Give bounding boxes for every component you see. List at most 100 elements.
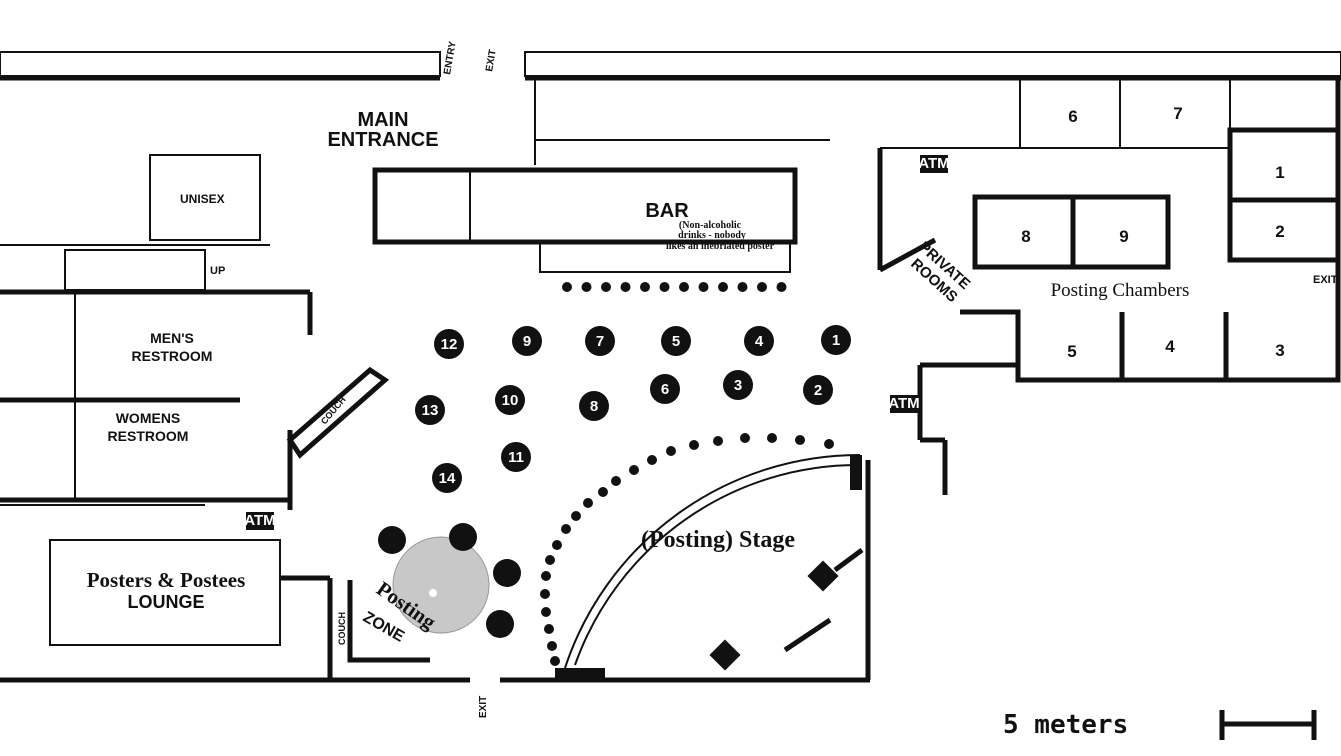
table-12[interactable]: 12 (434, 329, 464, 359)
bar-label: BAR (645, 200, 689, 222)
stage-edge-dot (629, 465, 639, 475)
room-1[interactable]: 1 (1275, 163, 1284, 182)
posting-chambers-label: Posting Chambers (1051, 280, 1190, 301)
table-14[interactable]: 14 (432, 463, 462, 493)
table-circle (803, 375, 833, 405)
table-13[interactable]: 13 (415, 395, 445, 425)
stage-edge-dot (561, 524, 571, 534)
entry-label: ENTRY (442, 40, 459, 75)
table-11[interactable]: 11 (501, 442, 531, 472)
exit-bottom-label: EXIT (478, 696, 489, 718)
bar-stool (620, 282, 631, 292)
scale-bar (1219, 710, 1317, 740)
room-2[interactable]: 2 (1275, 222, 1284, 241)
stage-edge-dot (647, 455, 657, 465)
stage-edge-dot (666, 446, 676, 456)
room-8[interactable]: 8 (1021, 227, 1030, 246)
table-number: 13 (422, 402, 439, 419)
atm[interactable]: ATM (244, 512, 276, 530)
exit-right-label: EXIT (1313, 274, 1338, 286)
table-7[interactable]: 7 (585, 326, 615, 356)
table-1[interactable]: 1 (821, 325, 851, 355)
table-number: 10 (502, 392, 519, 409)
table-circle (723, 370, 753, 400)
room-9[interactable]: 9 (1119, 227, 1128, 246)
table-number: 14 (439, 470, 456, 487)
stage-edge-dot (547, 641, 557, 651)
stage-edge-dot (540, 589, 550, 599)
room-3[interactable]: 3 (1275, 341, 1284, 360)
table-circle (434, 329, 464, 359)
room-6[interactable]: 6 (1068, 107, 1077, 126)
table-circle (579, 391, 609, 421)
table-number: 3 (734, 377, 742, 394)
mens-restroom-label: MEN'S (150, 330, 194, 346)
table-2[interactable]: 2 (803, 375, 833, 405)
bar-stool (737, 282, 748, 292)
stage-edge-dot (550, 656, 560, 666)
table-circle (415, 395, 445, 425)
stage-edge-dot (541, 571, 551, 581)
table-6[interactable]: 6 (650, 374, 680, 404)
bar-stool (562, 282, 572, 292)
stage-edge-dot (713, 436, 723, 446)
atm[interactable]: ATM (918, 155, 950, 173)
room-5[interactable]: 5 (1067, 342, 1076, 361)
table-number: 6 (661, 381, 669, 398)
table-number: 7 (596, 333, 604, 350)
stage-edge-dot (598, 487, 608, 497)
table-3[interactable]: 3 (723, 370, 753, 400)
scale-label: 5 meters (1003, 710, 1128, 740)
private-rooms: 6 7 1 2 8 9 5 4 3 (1021, 104, 1284, 361)
bar-note: (Non-alcoholic (679, 220, 742, 231)
bar-stool (698, 282, 709, 292)
atm-label: ATM (244, 512, 275, 529)
stage-edge-dot (767, 433, 777, 443)
stage-edge-dot (571, 511, 581, 521)
table-number: 9 (523, 333, 531, 350)
table-circle (661, 326, 691, 356)
table-unnumbered[interactable] (486, 610, 514, 638)
bar-stool (581, 282, 592, 292)
table-circle (744, 326, 774, 356)
bar-note: drinks - nobody (678, 230, 746, 241)
posting-zone-marker[interactable] (392, 536, 490, 634)
table-number: 4 (755, 333, 764, 350)
stage-edge-dot (689, 440, 699, 450)
bar-stool (757, 282, 767, 292)
room-4[interactable]: 4 (1165, 337, 1175, 356)
stage-edge-dot (740, 433, 750, 443)
table-circle (432, 463, 462, 493)
table-circle (650, 374, 680, 404)
bar-stool (679, 282, 689, 292)
stage-edge-dot (552, 540, 562, 550)
tables: 12 9 7 5 4 1 13 10 8 6 3 2 11 14 (415, 325, 851, 493)
table-unnumbered[interactable] (449, 523, 477, 551)
table-8[interactable]: 8 (579, 391, 609, 421)
table-5[interactable]: 5 (661, 326, 691, 356)
room-7[interactable]: 7 (1173, 104, 1182, 123)
stage-edge-dot (545, 555, 555, 565)
table-circle (501, 442, 531, 472)
lounge-label: LOUNGE (127, 592, 204, 612)
table-circle (821, 325, 851, 355)
couch-label: COUCH (337, 612, 347, 645)
table-unnumbered[interactable] (493, 559, 521, 587)
exit-top-label: EXIT (484, 49, 499, 73)
atm-label: ATM (888, 395, 919, 412)
womens-restroom-label: WOMENS (116, 410, 181, 426)
stage-edge-dot (544, 624, 554, 634)
table-unnumbered[interactable] (378, 526, 406, 554)
atm[interactable]: ATM (888, 395, 920, 413)
table-9[interactable]: 9 (512, 326, 542, 356)
stage-edge-dots (540, 282, 834, 666)
atm-label: ATM (918, 155, 949, 172)
table-circle (512, 326, 542, 356)
stage-edge-dot (611, 476, 621, 486)
walls (0, 51, 1341, 683)
table-10[interactable]: 10 (495, 385, 525, 415)
unnumbered-tables (378, 523, 521, 638)
bar-note: likes an inebriated poster (666, 241, 775, 252)
table-4[interactable]: 4 (744, 326, 774, 356)
